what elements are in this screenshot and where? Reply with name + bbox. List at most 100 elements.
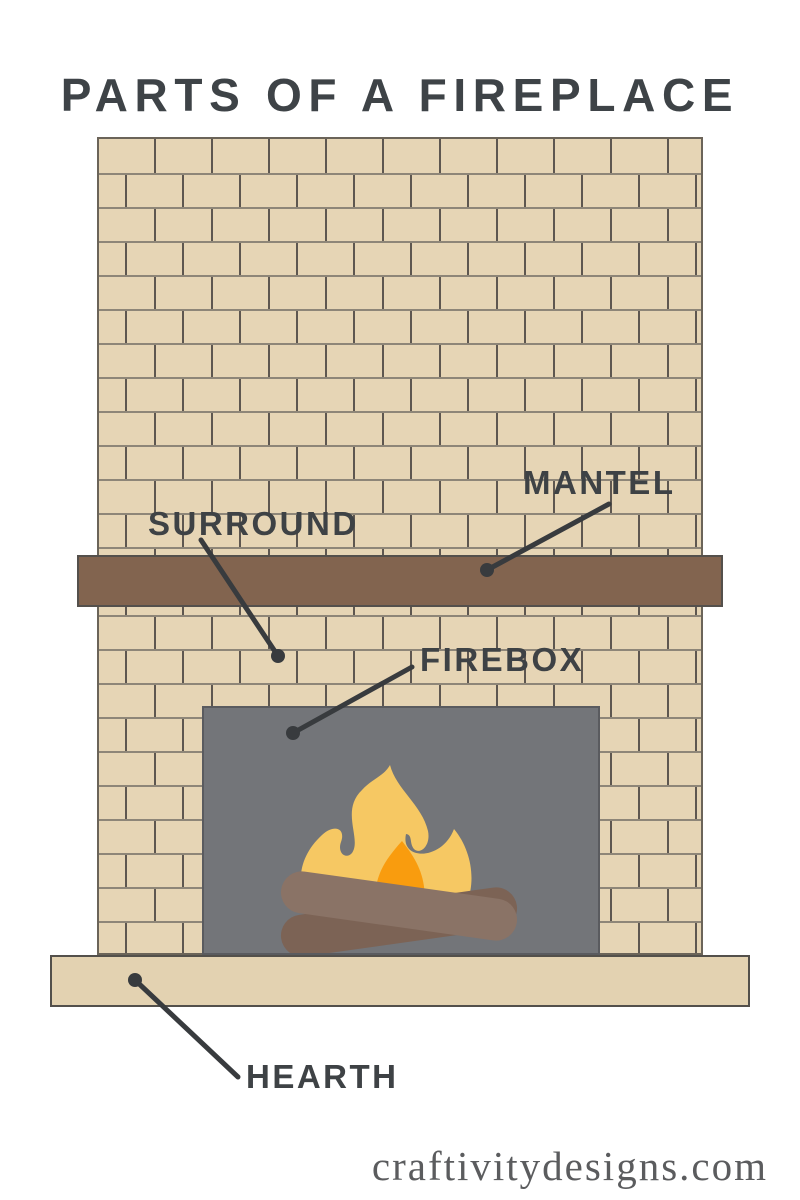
brick	[498, 139, 555, 173]
brick	[583, 855, 640, 887]
brick	[640, 379, 697, 411]
brick	[583, 447, 640, 479]
brick	[669, 413, 701, 445]
brick	[99, 277, 156, 309]
brick	[156, 139, 213, 173]
brick-half	[99, 243, 127, 275]
brick	[127, 379, 184, 411]
brick	[612, 685, 669, 717]
brick	[184, 515, 241, 547]
brick	[270, 209, 327, 241]
brick	[384, 685, 441, 717]
brick	[583, 515, 640, 547]
brick-row	[99, 207, 701, 241]
brick	[640, 787, 697, 819]
brick	[384, 481, 441, 513]
brick	[583, 787, 640, 819]
brick	[384, 277, 441, 309]
mantel-shelf	[77, 555, 723, 607]
watermark: craftivitydesigns.com	[371, 1143, 768, 1189]
brick	[270, 139, 327, 173]
brick	[441, 413, 498, 445]
brick	[669, 753, 701, 785]
brick-row	[99, 377, 701, 411]
brick	[583, 379, 640, 411]
brick	[298, 311, 355, 343]
brick	[412, 311, 469, 343]
brick	[298, 651, 355, 683]
brick	[213, 413, 270, 445]
brick	[99, 889, 156, 921]
brick	[583, 651, 640, 683]
brick	[99, 481, 156, 513]
brick	[555, 277, 612, 309]
brick	[156, 345, 213, 377]
brick	[127, 243, 184, 275]
brick	[669, 617, 701, 649]
brick	[697, 719, 701, 751]
brick	[669, 345, 701, 377]
brick	[99, 753, 156, 785]
brick	[184, 243, 241, 275]
campfire-illustration	[280, 765, 518, 953]
brick	[498, 277, 555, 309]
brick	[213, 685, 270, 717]
brick	[441, 209, 498, 241]
brick	[270, 617, 327, 649]
brick	[498, 345, 555, 377]
brick	[327, 209, 384, 241]
brick	[327, 481, 384, 513]
brick	[697, 651, 701, 683]
brick	[583, 923, 640, 953]
firebox-opening	[202, 706, 600, 955]
brick	[469, 243, 526, 275]
brick	[640, 923, 697, 953]
brick	[327, 139, 384, 173]
brick	[669, 889, 701, 921]
brick	[213, 139, 270, 173]
brick	[270, 481, 327, 513]
brick	[384, 345, 441, 377]
brick	[184, 311, 241, 343]
brick	[612, 753, 669, 785]
brick	[441, 345, 498, 377]
brick	[555, 889, 612, 921]
brick	[99, 413, 156, 445]
brick	[697, 243, 701, 275]
brick	[697, 855, 701, 887]
brick	[127, 855, 184, 887]
brick	[241, 515, 298, 547]
brick-row	[99, 275, 701, 309]
brick	[213, 277, 270, 309]
brick	[213, 209, 270, 241]
brick	[156, 413, 213, 445]
brick	[526, 243, 583, 275]
brick-half	[99, 447, 127, 479]
brick	[127, 311, 184, 343]
brick-row	[99, 411, 701, 445]
brick	[555, 345, 612, 377]
brick-half	[99, 379, 127, 411]
brick	[384, 617, 441, 649]
label-mantel: MANTEL	[523, 464, 676, 501]
brick	[412, 175, 469, 207]
brick	[327, 277, 384, 309]
brick	[412, 243, 469, 275]
brick	[555, 617, 612, 649]
brick	[327, 345, 384, 377]
brick-row	[99, 139, 701, 173]
brick	[127, 515, 184, 547]
brick	[612, 277, 669, 309]
brick-half	[99, 787, 127, 819]
brick	[498, 209, 555, 241]
brick-row	[99, 445, 701, 479]
brick	[640, 855, 697, 887]
brick	[555, 753, 612, 785]
label-firebox: FIREBOX	[420, 641, 585, 678]
brick	[640, 175, 697, 207]
brick	[612, 481, 669, 513]
brick	[555, 481, 612, 513]
brick	[555, 821, 612, 853]
brick	[441, 617, 498, 649]
brick-row	[99, 649, 701, 683]
